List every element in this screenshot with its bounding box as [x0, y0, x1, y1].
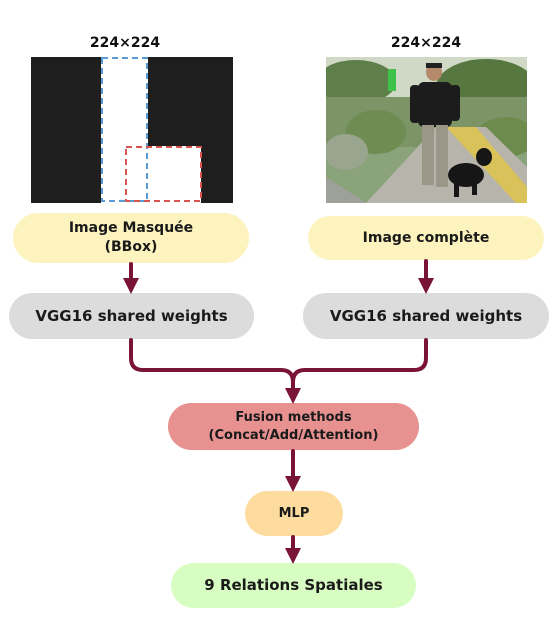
- masked-image: [31, 57, 233, 203]
- masked-image-node: Image Masquée (BBox): [13, 213, 249, 263]
- bbox-red-outline: [125, 146, 202, 202]
- full-image-graphic: [326, 57, 527, 203]
- full-image-photo: [326, 57, 527, 203]
- masked-image-graphic: [31, 57, 233, 203]
- full-image-dimension-label: 224×224: [390, 35, 462, 51]
- vgg16-right-node: VGG16 shared weights: [303, 293, 549, 339]
- arrow-vgg-left-to-fusion: [129, 338, 301, 404]
- bbox-blue-outline: [101, 57, 148, 202]
- fusion-methods-node: Fusion methods (Concat/Add/Attention): [168, 403, 419, 450]
- masked-image-dimension-label: 224×224: [89, 35, 161, 51]
- spatial-relations-output-node: 9 Relations Spatiales: [171, 563, 416, 608]
- full-image-node: Image complète: [308, 216, 544, 260]
- man-figure: [410, 63, 460, 187]
- mlp-node: MLP: [245, 491, 343, 536]
- vgg16-left-node: VGG16 shared weights: [9, 293, 254, 339]
- arrow-vgg-right-to-fusion: [291, 338, 428, 384]
- dog-figure: [448, 148, 492, 197]
